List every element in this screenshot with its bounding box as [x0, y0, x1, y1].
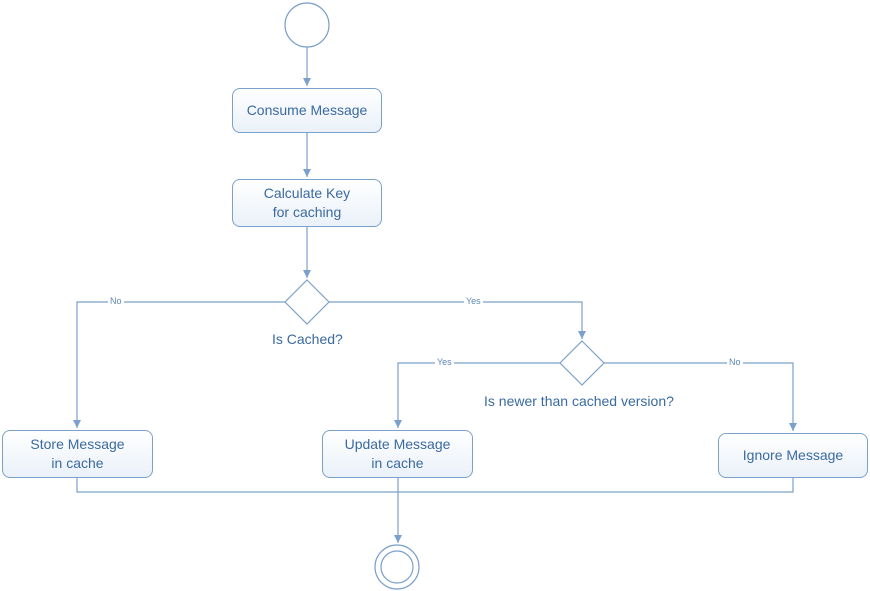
decision-is-cached — [284, 279, 330, 325]
edge-label-cached-yes: Yes — [464, 296, 483, 306]
edge-label-newer-yes: Yes — [435, 357, 454, 367]
action-ignore-label: Ignore Message — [742, 447, 844, 463]
edge-cached-yes — [329, 301, 586, 339]
action-store-message: Store Message in cache — [2, 430, 153, 478]
start-node — [284, 2, 330, 48]
end-node-inner — [380, 550, 414, 584]
action-store-label: Store Message in cache — [30, 436, 125, 471]
edge-cached-no — [73, 301, 285, 428]
action-update-message: Update Message in cache — [322, 430, 473, 478]
decision-is-cached-label: Is Cached? — [272, 331, 343, 347]
edge-store-merge — [76, 478, 398, 493]
edge-newer-no — [604, 362, 797, 431]
action-calculate-key: Calculate Key for caching — [232, 179, 382, 227]
action-consume-message: Consume Message — [232, 88, 382, 133]
action-consume-label: Consume Message — [246, 102, 368, 118]
action-update-label: Update Message in cache — [344, 436, 451, 471]
edge-ignore-merge — [398, 478, 794, 493]
decision-is-newer — [559, 340, 605, 386]
edge-label-cached-no: No — [108, 296, 124, 306]
decision-is-newer-label: Is newer than cached version? — [484, 393, 674, 409]
edge-newer-yes — [394, 362, 560, 428]
edge-label-newer-no: No — [727, 357, 743, 367]
action-calc-key-label: Calculate Key for caching — [263, 185, 351, 220]
action-ignore-message: Ignore Message — [718, 433, 868, 478]
